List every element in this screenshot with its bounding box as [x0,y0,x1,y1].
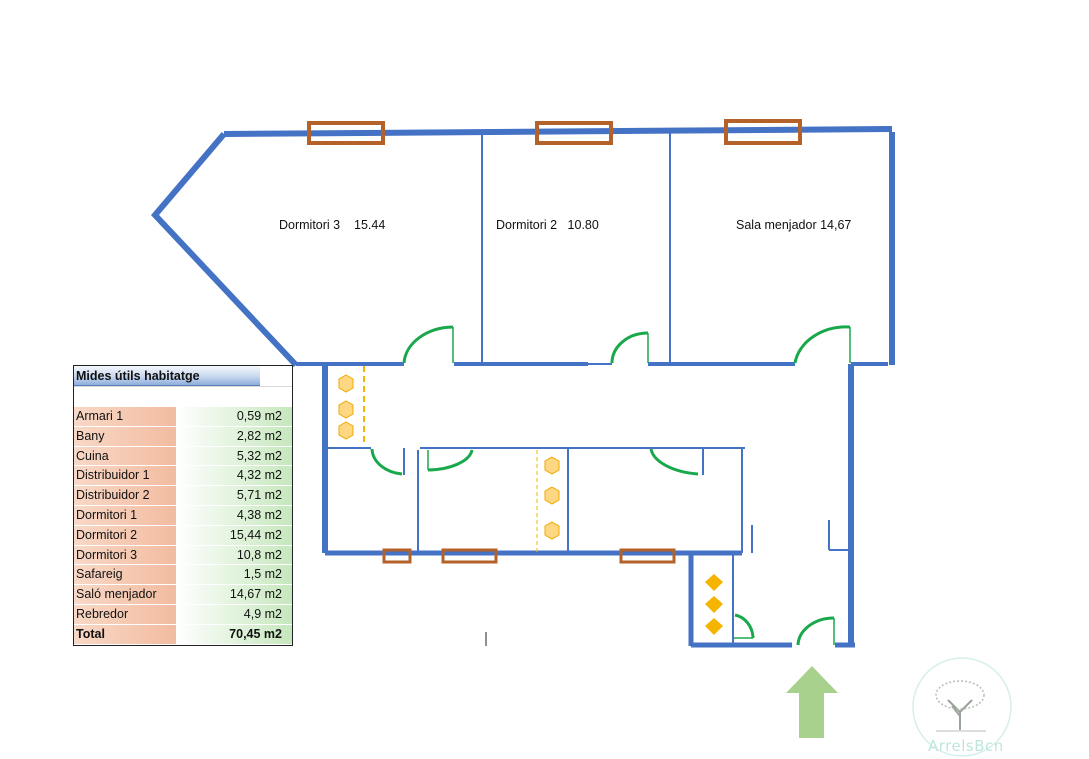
door-dormitori3 [402,325,454,364]
interior-walls [327,133,851,645]
row-label: Dormitori 3 [74,545,176,566]
door-entrance [796,616,835,646]
window-small [382,548,412,564]
door-bany [370,448,403,476]
arrow-up-icon [786,666,838,738]
doors [370,325,851,646]
row-label: Dormitori 1 [74,505,176,526]
row-value: 2,82 m2 [176,426,292,447]
row-value: 15,44 m2 [176,525,292,546]
row-label: Armari 1 [74,407,176,427]
row-label: Distribuidor 2 [74,486,176,506]
door-sala [793,325,851,364]
table-header: Mides útils habitatge [74,366,292,386]
safareig-markers [705,574,723,635]
row-value: 5,71 m2 [176,486,292,506]
window-sala [724,119,802,145]
tree-icon [912,657,1012,757]
window-dormitori3 [307,121,385,145]
door-safareig [734,613,755,639]
row-label: Dormitori 2 [74,525,176,546]
table-row-total: Total 70,45 m2 [74,624,292,645]
row-value: 4,9 m2 [176,604,292,625]
window-dormitori2 [535,121,613,145]
row-value: 14,67 m2 [176,585,292,605]
total-label: Total [74,624,176,645]
label-dormitori3: Dormitori 3 15.44 [279,218,385,232]
row-label: Cuina [74,446,176,467]
door-dormitori1 [649,448,699,476]
table-spacer [74,386,292,407]
label-sala: Sala menjador 14,67 [736,218,851,232]
row-value: 1,5 m2 [176,565,292,586]
table-title: Mides útils habitatge [74,366,260,386]
row-label: Safareig [74,565,176,586]
row-label: Rebredor [74,604,176,625]
logo-text: ArrelsBcn [928,737,1004,755]
door-dormitori2 [610,331,649,364]
row-label: Saló menjador [74,585,176,605]
row-value: 0,59 m2 [176,407,292,427]
windows [307,119,802,564]
outer-walls [150,126,895,648]
closet-cuina [536,450,560,552]
label-dormitori2: Dormitori 2 10.80 [496,218,599,232]
window-bottom-1 [441,548,498,564]
total-value: 70,45 m2 [176,624,292,645]
door-cuina [427,449,474,472]
window-bottom-2 [619,548,676,564]
row-value: 4,32 m2 [176,466,292,487]
row-value: 5,32 m2 [176,446,292,467]
row-value: 4,38 m2 [176,505,292,526]
row-label: Bany [74,426,176,447]
row-value: 10,8 m2 [176,545,292,566]
closet-armari [338,366,365,442]
row-label: Distribuidor 1 [74,466,176,487]
